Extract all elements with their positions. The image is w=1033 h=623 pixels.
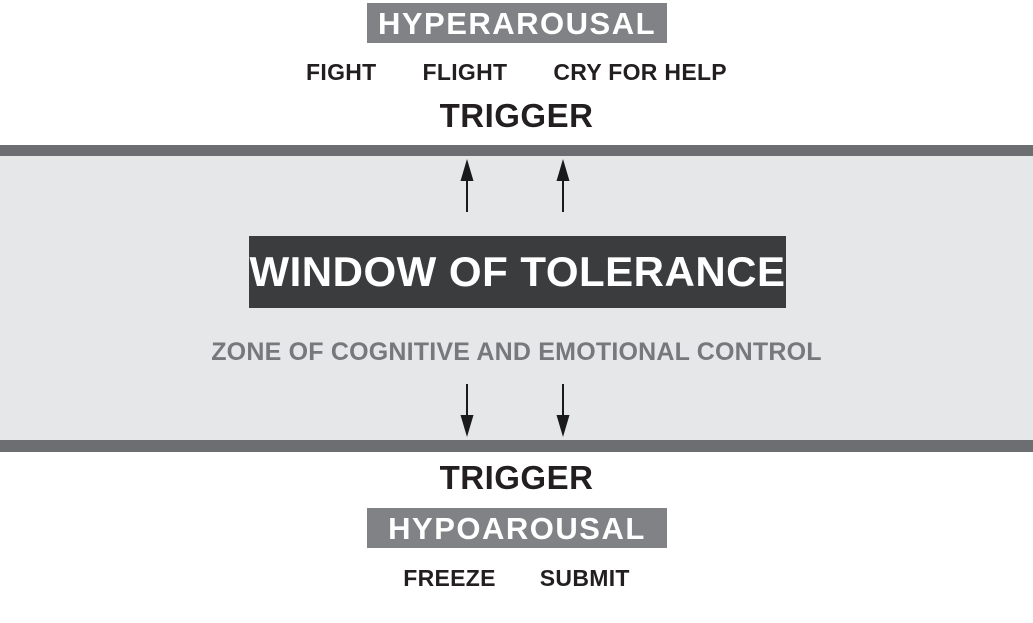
trigger-label-bottom: TRIGGER bbox=[439, 459, 594, 496]
window-of-tolerance-title: WINDOW OF TOLERANCE bbox=[249, 236, 786, 308]
response-freeze: FREEZE bbox=[403, 565, 496, 591]
response-fight: FIGHT bbox=[306, 59, 377, 85]
response-cry-for-help: CRY FOR HELP bbox=[553, 59, 727, 85]
arrow-up-icon bbox=[555, 159, 571, 213]
response-flight: FLIGHT bbox=[422, 59, 508, 85]
arrow-up-icon bbox=[459, 159, 475, 213]
trigger-label-top: TRIGGER bbox=[439, 97, 594, 134]
arrow-down-icon bbox=[555, 383, 571, 437]
hyperarousal-banner: HYPERAROUSAL bbox=[367, 3, 667, 43]
tolerance-band bbox=[0, 145, 1033, 452]
hypoarousal-banner: HYPOAROUSAL bbox=[367, 508, 667, 548]
hyperarousal-responses: FIGHT FLIGHT CRY FOR HELP bbox=[0, 61, 1033, 84]
response-submit: SUBMIT bbox=[539, 565, 630, 591]
zone-of-control-subtitle: ZONE OF COGNITIVE AND EMOTIONAL CONTROL bbox=[211, 338, 822, 366]
hypoarousal-responses: FREEZE SUBMIT bbox=[0, 567, 1033, 590]
arrow-down-icon bbox=[459, 383, 475, 437]
